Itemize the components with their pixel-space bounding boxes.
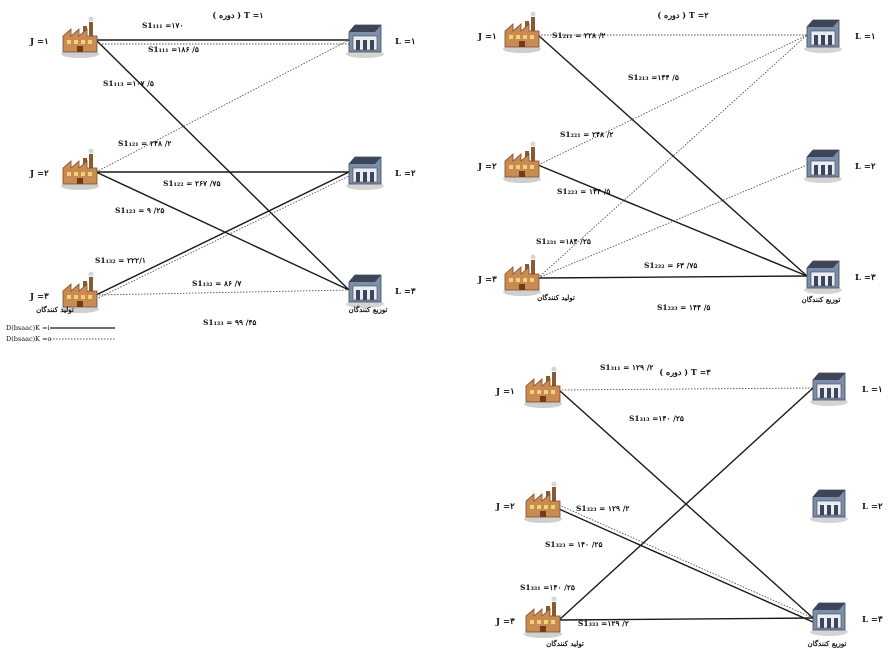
edge-flow-label: S1₁₁₁ =۱۸۶ /۵: [148, 45, 200, 54]
panel-title: ( دوره ) T =۲: [657, 10, 709, 21]
edge-flow-label: S1₁₁₃ =۱۰۷ /۵: [103, 79, 155, 88]
distributor-index-label: L =۱: [395, 37, 416, 47]
distributor-warehouse-icon: [803, 260, 843, 295]
producer-factory-icon: [523, 481, 563, 524]
edge-flow-label: S1₁₃₃ = ۹۹ /۴۵: [203, 318, 257, 327]
producers-caption: تولید کنندگان: [36, 305, 74, 314]
edge-flow-label: S1₂₃₁ =۱۸۴ /۲۵: [536, 237, 592, 246]
distributor-index-label: L =۲: [862, 502, 883, 512]
distributor-warehouse-icon: [345, 274, 385, 309]
flow-edge-dotted: [537, 164, 808, 279]
edge-flow-label: S1₂₁₃ =۱۴۴ /۵: [628, 73, 680, 82]
legend: D(bsaac)K =i D(bsaac)K =o: [6, 324, 115, 343]
distributor-index-label: L =۳: [395, 287, 416, 297]
producer-index-label: J =۱: [477, 32, 497, 42]
producer-factory-icon: [523, 366, 563, 409]
producer-index-label: J =۳: [29, 292, 49, 302]
edge-flow-label: S1₁₃₂ = ۸۶ /۷: [192, 279, 242, 288]
panel-title: ( دوره ) T =۳: [659, 367, 711, 378]
producer-factory-icon: [502, 141, 542, 184]
edge-flow-label: S1₂₂₃ = ۱۴۴ /۵: [557, 187, 611, 196]
edge-flow-label: S1₁₂₂ = ۲۶۷ /۷۵: [163, 179, 221, 188]
distributor-warehouse-icon: [345, 24, 385, 59]
producer-factory-icon: [60, 148, 100, 191]
distributor-warehouse-icon: [345, 156, 385, 191]
edge-flow-label: S1₂₁₁ = ۲۲۸ /۲: [552, 31, 606, 40]
distributor-warehouse-icon: [803, 149, 843, 184]
edge-flow-label: S1₁₁₁ =۱۷۰: [142, 21, 183, 30]
edge-flow-label: S1₃₁₁ = ۱۲۹ /۲: [600, 363, 654, 372]
producer-factory-icon: [523, 596, 563, 639]
flow-edge-dotted: [95, 175, 350, 300]
edge-flow-label: S1₂₃₂ = ۶۳ /۷۵: [644, 261, 698, 270]
legend-solid-label: D(bsaac)K =i: [6, 324, 50, 332]
panel-title: ( دوره ) T =۱: [212, 10, 263, 21]
flow-edge-solid: [537, 164, 808, 277]
distributor-index-label: L =۱: [855, 32, 876, 42]
distributor-index-label: L =۳: [855, 273, 876, 283]
flow-edge-dotted: [95, 39, 350, 173]
distributor-index-label: L =۳: [862, 615, 883, 625]
edges-layer: [95, 34, 814, 623]
distributors-caption: توزیع کنندگان: [808, 639, 847, 648]
producer-index-label: J =۳: [477, 275, 497, 285]
edge-flow-label: S1₂₃₃ = ۱۴۴ /۵: [657, 303, 711, 312]
flow-edge-solid: [95, 171, 350, 291]
flow-edge-solid: [537, 34, 808, 277]
distributor-index-label: L =۲: [855, 162, 876, 172]
flow-edge-dotted: [95, 289, 350, 296]
producer-factory-icon: [502, 254, 542, 297]
flow-edge-solid: [537, 275, 808, 279]
flow-edge-solid: [558, 617, 814, 621]
edge-flow-label: S1₁₂₁ = ۲۴۸ /۲: [118, 139, 172, 148]
edge-flow-label: S1₃₁₃ =۱۴۰ /۲۵: [629, 414, 685, 423]
producer-factory-icon: [502, 11, 542, 54]
edge-flow-label: S1₃₂₃ = ۱۲۹ /۲: [576, 504, 630, 513]
producer-factory-icon: [60, 16, 100, 59]
flow-edge-solid: [558, 508, 814, 623]
distributor-index-label: L =۲: [395, 169, 416, 179]
distributor-warehouse-icon: [809, 372, 849, 407]
edge-flow-label: S1₁₃₂ = ۲۲۲/۱: [95, 256, 146, 265]
distributor-warehouse-icon: [809, 602, 849, 637]
distributor-warehouse-icon: [809, 489, 849, 524]
flow-edge-solid: [95, 171, 350, 296]
producer-index-label: J =۱: [495, 387, 515, 397]
producer-index-label: J =۱: [29, 37, 49, 47]
flow-edge-dotted: [558, 387, 814, 391]
flow-edge-dotted: [537, 34, 808, 166]
distributors-caption: توزیع کنندگان: [349, 305, 388, 314]
edge-flow-label: S1₃₂₃ = ۱۴۰ /۲۵: [545, 540, 603, 549]
producers-caption: تولید کنندگان: [537, 293, 575, 302]
edge-flow-label: S1₃₃₁ =۱۴۰ /۲۵: [520, 583, 576, 592]
flow-edge-solid: [558, 387, 814, 621]
producer-index-label: J =۲: [495, 502, 515, 512]
producers-caption: تولید کنندگان: [546, 639, 584, 648]
edge-flow-label: S1₂₂₁ = ۲۴۸ /۲: [560, 130, 614, 139]
distributor-warehouse-icon: [803, 19, 843, 54]
producer-index-label: J =۳: [495, 617, 515, 627]
edge-flow-label: S1₁₂₃ = ۹ /۲۵: [115, 206, 165, 215]
flow-edge-dotted: [558, 504, 814, 619]
distributor-index-label: L =۱: [862, 385, 883, 395]
distributors-caption: توزیع کنندگان: [802, 295, 841, 304]
producer-index-label: J =۲: [477, 162, 497, 172]
producer-index-label: J =۲: [29, 169, 49, 179]
flow-edge-solid: [95, 39, 350, 291]
flow-edge-dotted: [537, 34, 808, 279]
edge-flow-label: S1₃₃₃ =۱۲۹ /۲: [578, 619, 630, 628]
legend-dotted-label: D(bsaac)K =o: [6, 335, 52, 343]
